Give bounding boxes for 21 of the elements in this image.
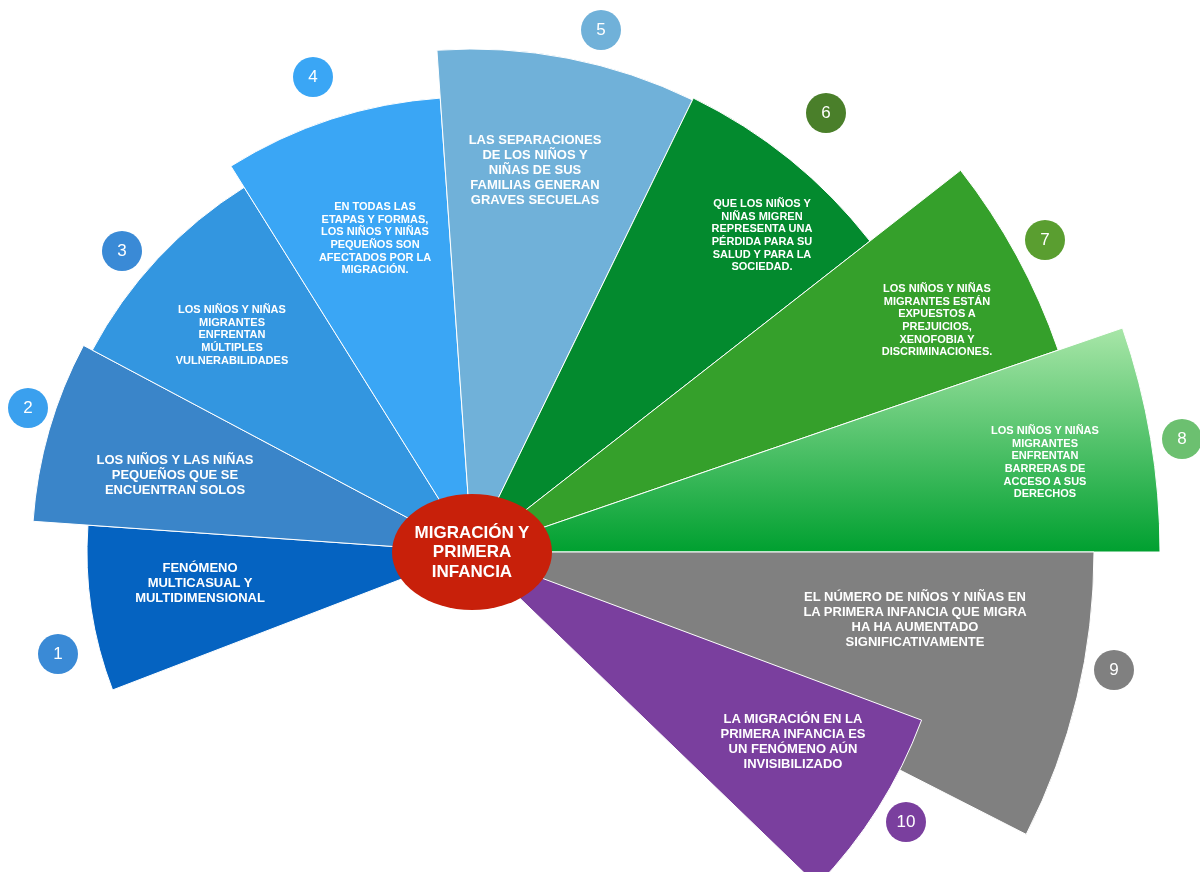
segment-text: LOS NIÑOS Y LAS NIÑAS PEQUEÑOS QUE SE ENCUENTRAN SOLOS bbox=[95, 452, 255, 498]
segment-text: LOS NIÑOS Y NIÑAS MIGRANTES ESTÁN EXPUESTOS A PREJUICIOS, XENOFOBIA Y DISCRIMINACIONES. bbox=[880, 282, 994, 358]
number-badge: 1 bbox=[38, 634, 78, 674]
segment-text: LOS NIÑOS Y NIÑAS MIGRANTES ENFRENTAN MÚLTIPLES VULNERABILIDADES bbox=[174, 303, 290, 367]
number-badge: 5 bbox=[581, 10, 621, 50]
number-badge: 9 bbox=[1094, 650, 1134, 690]
number-badge: 10 bbox=[886, 802, 926, 842]
segment-text: LA MIGRACIÓN EN LA PRIMERA INFANCIA ES UN FENÓMENO AÚN INVISIBILIZADO bbox=[719, 712, 867, 772]
number-badge: 2 bbox=[8, 388, 48, 428]
number-badge: 6 bbox=[806, 93, 846, 133]
number-badge: 8 bbox=[1162, 419, 1200, 459]
segment-text: LOS NIÑOS Y NIÑAS MIGRANTES ENFRENTAN BARRERAS DE ACCESO A SUS DERECHOS bbox=[990, 424, 1100, 500]
segment-text: LAS SEPARACIONES DE LOS NIÑOS Y NIÑAS DE SUS FAMILIAS GENERAN GRAVES SECUELAS bbox=[467, 132, 603, 208]
segment-text: QUE LOS NIÑOS Y NIÑAS MIGREN REPRESENTA UNA PÉRDIDA PARA SU SALUD Y PARA LA SOCIEDAD. bbox=[710, 197, 814, 273]
number-badge: 7 bbox=[1025, 220, 1065, 260]
number-badge: 3 bbox=[102, 231, 142, 271]
segment-text: EN TODAS LAS ETAPAS Y FORMAS, LOS NIÑOS Y NIÑAS PEQUEÑOS SON AFECTADOS POR LA MIGRACIÓN. bbox=[317, 200, 433, 276]
segment-text: EL NÚMERO DE NIÑOS Y NIÑAS EN LA PRIMERA INFANCIA QUE MIGRA HA HA AUMENTADO SIGNIFICATIVAMENTE bbox=[802, 590, 1028, 650]
segment-text: FENÓMENO MULTICASUAL Y MULTIDIMENSIONAL bbox=[134, 560, 266, 606]
number-badge: 4 bbox=[293, 57, 333, 97]
center-title: MIGRACIÓN Y PRIMERA INFANCIA bbox=[413, 522, 531, 582]
